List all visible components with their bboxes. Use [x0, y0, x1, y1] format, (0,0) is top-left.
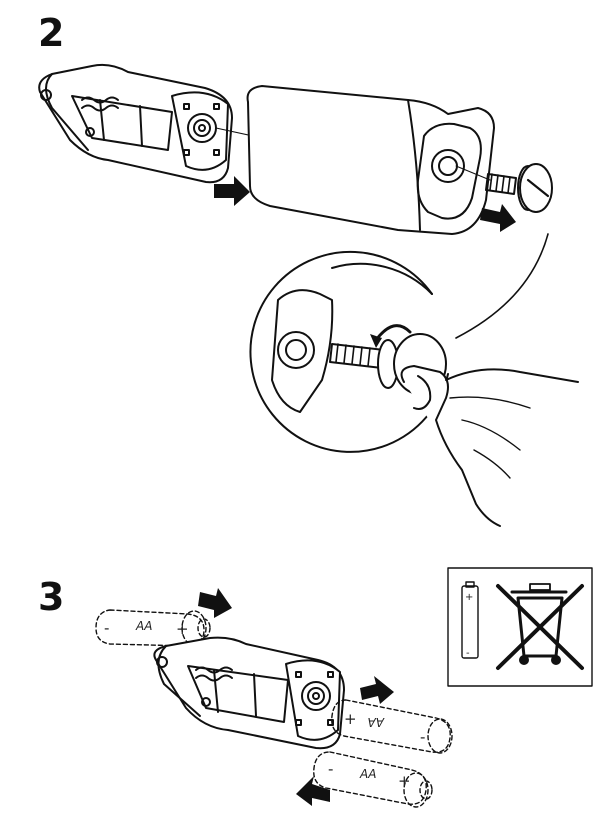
housing: [246, 85, 495, 235]
step-3-number: 3: [38, 575, 65, 619]
weee-battery-plus: +: [465, 592, 473, 603]
battery-3: [313, 751, 433, 808]
battery-1-label: AA: [135, 619, 152, 633]
battery-holder: [38, 63, 233, 184]
crossed-out-bin-icon: [496, 583, 584, 670]
weee-battery-minus: -: [466, 648, 470, 659]
step-2-number: 2: [38, 11, 65, 55]
arrow-icon: [360, 676, 394, 704]
detail-view: [249, 250, 579, 527]
screw: [485, 163, 553, 213]
battery-3-minus: -: [328, 760, 333, 778]
rotate-arrow-icon: [370, 334, 382, 348]
arrow-icon: [198, 588, 232, 618]
arrow-icon: [214, 176, 250, 206]
battery-2-plus: +: [344, 710, 357, 728]
battery-2: [331, 699, 453, 754]
battery-2-label: AA: [368, 715, 385, 729]
battery-icon: [461, 581, 479, 659]
battery-holder-step3: [153, 636, 345, 750]
battery-3-plus: +: [398, 772, 411, 790]
arrow-icon: [480, 204, 516, 232]
battery-3-label: AA: [359, 767, 376, 781]
battery-1-minus: -: [104, 619, 109, 637]
arrow-icon: [296, 776, 330, 806]
weee-symbol: + -: [447, 567, 593, 687]
battery-2-minus: -: [420, 728, 425, 746]
battery-1-plus: +: [176, 620, 189, 638]
